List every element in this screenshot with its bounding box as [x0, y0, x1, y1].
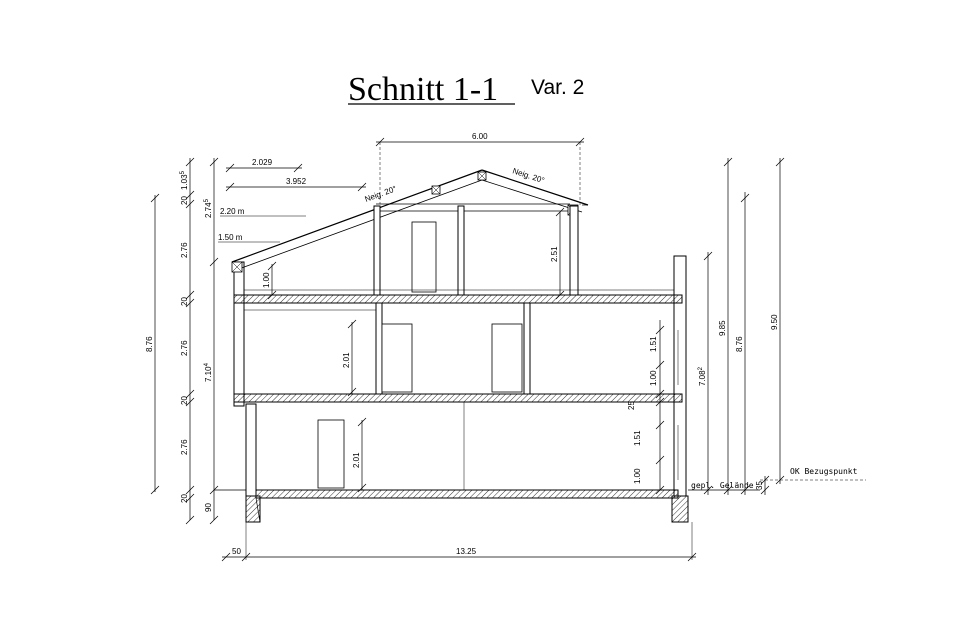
dim-103-sup: 5: [180, 170, 186, 174]
drawing-title: Schnitt 1-1: [348, 71, 498, 108]
left-wall-ground: [245, 403, 257, 497]
right-dimensions: 7.082 9.85 8.76 35 9.50: [698, 157, 785, 495]
dim-knee: 1.00: [262, 272, 271, 288]
dim-20-c: 20: [180, 396, 189, 405]
dim-276-c: 2.76: [180, 439, 189, 455]
dim-h150: 1.50 m: [218, 233, 243, 242]
dim-r5: 35: [755, 481, 764, 490]
slab-ground: [255, 489, 679, 499]
dim-attic-h: 2.51: [550, 246, 559, 262]
dim-r1-sup: 2: [698, 366, 704, 370]
dim-r2: 9.85: [718, 320, 727, 336]
roof-left-outer: [231, 169, 483, 263]
right-wall: [673, 255, 687, 497]
dim-20-b: 20: [180, 297, 189, 306]
dim-276-b: 2.76: [180, 340, 189, 356]
bottom-dimensions: 50 13.25: [221, 522, 697, 562]
roof-pitch-left: Neig. 20°: [364, 184, 398, 204]
found-line: [255, 497, 261, 523]
dim-r4: 9.50: [770, 314, 779, 330]
purlin-x8: [477, 171, 487, 181]
roof-pitch-right: Neig. 20°: [511, 166, 545, 185]
upper-door-1: [381, 323, 413, 393]
dim-sill-eg-top: 1.51: [633, 430, 642, 446]
dim-3952: 3.952: [286, 177, 307, 186]
dim-20-a: 20: [180, 196, 189, 205]
dim-sill-og: 1.00: [649, 370, 658, 386]
dim-20-d: 20: [180, 494, 189, 503]
attic-post-2: [457, 205, 465, 296]
building-section: [231, 169, 689, 523]
dim-sill-og-top: 1.51: [649, 336, 658, 352]
dim-2029: 2.029: [252, 158, 273, 167]
interior-dimensions: 1.00 2.51 2.01 2.01 1.51 1.00 25 1.51 1.…: [262, 207, 665, 495]
left-wall-upper: [233, 261, 245, 407]
ground-label: gepl. Gelände: [691, 481, 754, 490]
top-dimensions: 6.00 2.029 3.952 2.20 m 1.50 m Neig. 20°…: [218, 132, 585, 243]
dim-276-a: 2.76: [180, 242, 189, 258]
drawing-variant: Var. 2: [531, 76, 584, 99]
reference-label: OK Bezugspunkt: [790, 467, 858, 476]
dim-bottom-total: 13.25: [456, 547, 477, 556]
dim-103: 1.035: [180, 170, 189, 190]
dim-overall-left: 8.76: [145, 336, 154, 352]
ground-door: [317, 419, 345, 489]
dim-ridge-width: 6.00: [472, 132, 488, 141]
purlin-x6: [431, 185, 441, 195]
dim-710: 7.104: [204, 362, 213, 382]
dim-r3: 8.76: [735, 336, 744, 352]
roof-right-outer: [481, 169, 589, 206]
upper-wall-1: [375, 302, 383, 395]
slab-upper: [233, 393, 683, 403]
dim-274: 2.745: [204, 198, 213, 218]
slab-attic: [233, 294, 683, 304]
dim-90: 90: [204, 503, 213, 512]
dim-274-sup: 5: [204, 198, 210, 202]
dim-h220: 2.20 m: [220, 207, 245, 216]
attic-door: [411, 221, 437, 293]
dim-sill-eg: 1.00: [633, 468, 642, 484]
roof-left-inner: [235, 179, 483, 271]
roof-right-inner: [481, 179, 583, 213]
attic-post-3: [569, 205, 579, 296]
attic-post-1: [373, 205, 381, 296]
upper-door-2: [491, 323, 523, 393]
dim-r1: 7.082: [698, 366, 707, 386]
dim-door-og: 2.01: [342, 352, 351, 368]
dim-door-eg: 2.01: [352, 452, 361, 468]
dim-bottom-wall: 50: [232, 547, 241, 556]
left-dimensions: 8.76 1.035 20 2.76 20 2.76 20 2.76 20 2.…: [145, 157, 219, 525]
upper-wall-2: [523, 302, 531, 395]
purlin-x2: [231, 261, 243, 273]
dim-710-sup: 4: [204, 362, 210, 366]
right-foundation: [671, 495, 689, 523]
dim-gap: 25: [627, 401, 636, 410]
